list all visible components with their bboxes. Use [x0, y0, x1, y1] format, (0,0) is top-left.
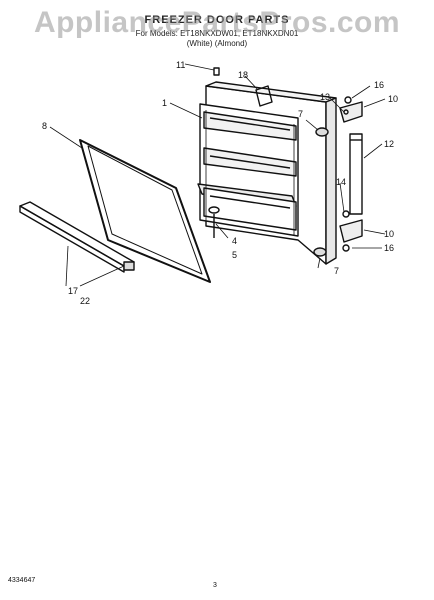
- variant-line: (White) (Almond): [186, 39, 248, 48]
- plug-upper: [315, 127, 329, 137]
- callout-7-lower: 7: [334, 266, 339, 276]
- callout-5: 5: [232, 250, 237, 260]
- page-number: 3: [213, 582, 217, 589]
- callout-10-lower: 10: [384, 229, 394, 239]
- callout-18: 18: [238, 70, 248, 80]
- lower-hinge: [339, 210, 363, 252]
- door-handle: [349, 133, 363, 215]
- callout-13: 13: [320, 92, 330, 102]
- model-line: For Models: ET18NKXDW01, ET18NKXDN01: [135, 29, 299, 38]
- page-title: FREEZER DOOR PARTS: [144, 14, 290, 26]
- callout-14: 14: [336, 177, 346, 187]
- callout-8: 8: [42, 121, 47, 131]
- document-number: 4334647: [8, 577, 36, 584]
- upper-hinge: [339, 96, 363, 123]
- breaker-strip: [19, 201, 135, 273]
- callout-7-upper: 7: [298, 109, 303, 119]
- callout-4: 4: [232, 236, 237, 246]
- callout-16-lower: 16: [384, 243, 394, 253]
- plug-lower: [313, 247, 327, 257]
- label-18: [255, 85, 273, 107]
- screw-11: [213, 67, 220, 76]
- callout-17: 17: [68, 286, 78, 296]
- callout-22: 22: [80, 296, 90, 306]
- callout-16-upper: 16: [374, 80, 384, 90]
- door-gasket: [79, 139, 211, 283]
- callout-11: 11: [176, 60, 185, 70]
- door-panel: [197, 81, 337, 265]
- callout-12: 12: [384, 139, 394, 149]
- callout-1: 1: [162, 98, 167, 108]
- callout-10-upper: 10: [388, 94, 398, 104]
- washer-4: [208, 206, 220, 214]
